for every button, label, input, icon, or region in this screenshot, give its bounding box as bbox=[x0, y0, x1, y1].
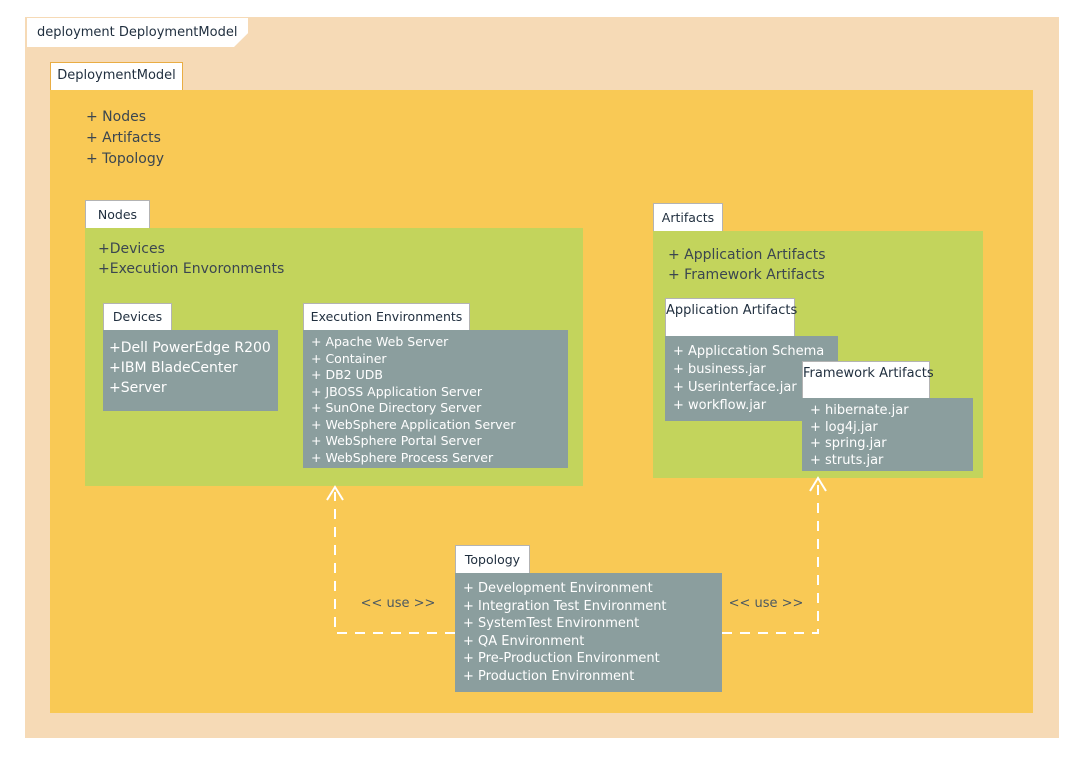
devices-box-tab: Devices bbox=[103, 303, 172, 330]
execution-environment-item: + Container bbox=[311, 350, 387, 366]
model-member: + Nodes bbox=[86, 109, 147, 125]
device-item: +IBM BladeCenter bbox=[109, 360, 238, 376]
application-artifact-item: + business.jar bbox=[673, 362, 766, 377]
model-member: + Topology bbox=[86, 151, 164, 167]
execution-environments-box-body: + Apache Web Server + Container + DB2 UD… bbox=[303, 330, 568, 468]
use-stereotype-label-right: << use >> bbox=[728, 596, 804, 611]
execution-environment-item: + WebSphere Process Server bbox=[311, 449, 494, 465]
frame-title-tab: deployment DeploymentModel bbox=[27, 18, 248, 47]
artifacts-package-body: + Application Artifacts + Framework Arti… bbox=[653, 231, 983, 478]
topology-item: + SystemTest Environment bbox=[463, 616, 640, 631]
framework-artifact-item: + hibernate.jar bbox=[810, 403, 909, 418]
topology-item: + Development Environment bbox=[463, 581, 653, 596]
nodes-member-list: +Devices +Execution Envoronments bbox=[98, 239, 284, 279]
topology-item: + Integration Test Environment bbox=[463, 598, 667, 614]
model-member-list: + Nodes + Artifacts + Topology bbox=[86, 107, 164, 170]
devices-box-body: +Dell PowerEdge R200 +IBM BladeCenter +S… bbox=[103, 330, 278, 411]
framework-artifacts-box-body: + hibernate.jar + log4j.jar + spring.jar… bbox=[802, 398, 973, 471]
application-artifacts-box-tab: Application Artifacts bbox=[665, 298, 797, 336]
artifacts-member: + Application Artifacts bbox=[668, 247, 826, 263]
execution-environments-box-tab: Execution Environments bbox=[303, 303, 470, 330]
topology-item: + Pre-Production Environment bbox=[463, 651, 660, 666]
deployment-model-package-body: + Nodes + Artifacts + Topology Nodes +De… bbox=[50, 90, 1033, 713]
use-connector-right-arrowhead bbox=[809, 476, 827, 492]
nodes-member: +Devices bbox=[98, 241, 165, 257]
artifacts-member-list: + Application Artifacts + Framework Arti… bbox=[668, 245, 826, 285]
nodes-member: +Execution Envoronments bbox=[98, 261, 285, 277]
model-member: + Artifacts bbox=[86, 130, 161, 146]
artifacts-package-tab: Artifacts bbox=[653, 203, 723, 231]
use-stereotype-label-left: << use >> bbox=[360, 596, 436, 611]
execution-environment-item: + SunOne Directory Server bbox=[311, 400, 482, 415]
application-artifact-item: + workflow.jar bbox=[673, 398, 767, 413]
device-item: +Dell PowerEdge R200 bbox=[109, 340, 271, 356]
framework-artifact-item: + log4j.jar bbox=[810, 419, 878, 435]
artifacts-member: + Framework Artifacts bbox=[668, 267, 825, 283]
execution-environment-item: + DB2 UDB bbox=[311, 367, 383, 382]
use-connector-left-line bbox=[334, 492, 455, 634]
application-artifact-item: + Userinterface.jar bbox=[673, 380, 797, 395]
execution-environment-item: + WebSphere Application Server bbox=[311, 416, 516, 432]
execution-environment-item: + Apache Web Server bbox=[311, 334, 449, 349]
topology-item: + Production Environment bbox=[463, 668, 635, 684]
framework-artifact-item: + spring.jar bbox=[810, 436, 887, 451]
execution-environment-item: + JBOSS Application Server bbox=[311, 383, 482, 399]
deployment-model-package-tab: DeploymentModel bbox=[50, 62, 183, 90]
execution-environment-item: + WebSphere Portal Server bbox=[311, 433, 482, 448]
device-item: +Server bbox=[109, 380, 167, 396]
nodes-package-tab: Nodes bbox=[85, 200, 150, 228]
topology-box-tab: Topology bbox=[455, 545, 530, 573]
deployment-frame: deployment DeploymentModel DeploymentMod… bbox=[25, 17, 1059, 738]
framework-artifacts-box-tab: Framework Artifacts bbox=[802, 361, 934, 398]
topology-box-body: + Development Environment + Integration … bbox=[455, 573, 722, 692]
application-artifact-item: + Appliccation Schema bbox=[673, 344, 825, 359]
use-connector-left-arrowhead bbox=[326, 485, 344, 501]
nodes-package-body: +Devices +Execution Envoronments Devices… bbox=[85, 228, 583, 486]
framework-artifact-item: + struts.jar bbox=[810, 452, 884, 468]
topology-item: + QA Environment bbox=[463, 633, 585, 649]
